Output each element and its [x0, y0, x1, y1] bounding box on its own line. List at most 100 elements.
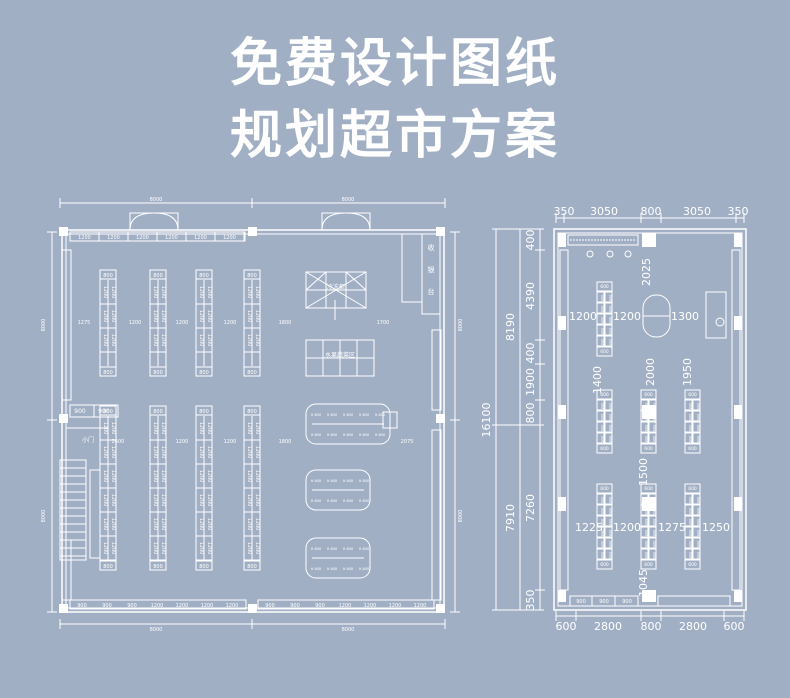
- svg-text:1200: 1200: [246, 334, 252, 347]
- svg-text:7910: 7910: [504, 504, 517, 532]
- svg-text:800: 800: [103, 564, 113, 570]
- svg-text:1200: 1200: [206, 286, 212, 299]
- shelf-unit: [596, 493, 605, 505]
- svg-text:收: 收: [428, 243, 435, 252]
- svg-text:1200: 1200: [102, 422, 108, 435]
- svg-text:16100: 16100: [480, 403, 493, 438]
- svg-text:006: 006: [652, 425, 656, 432]
- svg-text:1200: 1200: [160, 494, 166, 507]
- svg-text:1200: 1200: [107, 235, 120, 241]
- svg-text:800: 800: [641, 620, 662, 633]
- svg-text:006: 006: [600, 295, 604, 302]
- svg-text:600: 600: [600, 562, 609, 568]
- svg-text:400: 400: [524, 230, 537, 251]
- svg-text:1300: 1300: [671, 310, 699, 323]
- svg-text:350: 350: [524, 590, 537, 611]
- svg-text:1200: 1200: [110, 470, 116, 483]
- svg-text:1200: 1200: [254, 494, 260, 507]
- svg-text:2075: 2075: [401, 439, 414, 445]
- svg-text:1200: 1200: [569, 310, 597, 323]
- svg-text:006: 006: [688, 541, 692, 548]
- svg-text:600: 600: [600, 392, 609, 398]
- svg-text:1200: 1200: [102, 334, 108, 347]
- svg-text:900: 900: [265, 603, 275, 609]
- svg-text:1200: 1200: [246, 470, 252, 483]
- svg-text:006: 006: [688, 414, 692, 421]
- svg-text:006: 006: [696, 414, 700, 421]
- svg-text:600: 600: [644, 562, 653, 568]
- shelf-unit: [596, 504, 605, 516]
- svg-text:1800: 1800: [279, 320, 292, 326]
- svg-text:1200: 1200: [110, 334, 116, 347]
- svg-text:1200: 1200: [246, 310, 252, 323]
- shelf-unit: [640, 493, 649, 505]
- svg-text:1200: 1200: [152, 446, 158, 459]
- svg-text:600: 600: [644, 486, 653, 492]
- right-floor-plan: [492, 213, 747, 621]
- svg-text:1045: 1045: [637, 569, 650, 597]
- svg-text:006: 006: [688, 497, 692, 504]
- svg-text:1200: 1200: [102, 310, 108, 323]
- svg-text:006: 006: [644, 508, 648, 515]
- svg-text:台: 台: [428, 287, 435, 296]
- svg-text:1200: 1200: [160, 446, 166, 459]
- svg-text:1200: 1200: [198, 422, 204, 435]
- svg-text:1200: 1200: [102, 286, 108, 299]
- svg-text:1200: 1200: [151, 603, 164, 609]
- svg-text:006: 006: [688, 508, 692, 515]
- svg-text:1200: 1200: [254, 310, 260, 323]
- svg-text:006: 006: [600, 541, 604, 548]
- svg-text:1950: 1950: [681, 358, 694, 386]
- shelf-unit: [640, 537, 649, 549]
- shelf-unit: [596, 302, 605, 314]
- shelf-unit: [640, 515, 649, 527]
- svg-text:006: 006: [644, 519, 648, 526]
- shelf-unit: [596, 291, 605, 303]
- svg-text:H-600: H-600: [343, 433, 354, 437]
- svg-text:1200: 1200: [254, 518, 260, 531]
- svg-text:8190: 8190: [504, 313, 517, 341]
- svg-text:1200: 1200: [102, 542, 108, 555]
- svg-text:H-600: H-600: [359, 567, 370, 571]
- shelf-unit: [640, 399, 649, 411]
- svg-text:7260: 7260: [524, 494, 537, 522]
- svg-text:900: 900: [127, 603, 137, 609]
- svg-text:1200: 1200: [364, 603, 377, 609]
- svg-text:600: 600: [600, 486, 609, 492]
- shelf-unit: [596, 335, 605, 347]
- svg-text:1800: 1800: [279, 439, 292, 445]
- svg-text:1900: 1900: [524, 368, 537, 396]
- svg-text:H-600: H-600: [327, 433, 338, 437]
- shelf-unit: [596, 526, 605, 538]
- svg-text:H-600: H-600: [375, 413, 386, 417]
- svg-text:006: 006: [608, 425, 612, 432]
- svg-text:1200: 1200: [206, 470, 212, 483]
- island-display: [305, 403, 391, 445]
- svg-text:900: 900: [74, 408, 86, 415]
- svg-text:900: 900: [622, 599, 632, 605]
- svg-text:1200: 1200: [198, 542, 204, 555]
- svg-text:006: 006: [600, 317, 604, 324]
- svg-text:H-600: H-600: [327, 547, 338, 551]
- svg-text:H-600: H-600: [311, 479, 322, 483]
- svg-text:1200: 1200: [246, 286, 252, 299]
- svg-text:1200: 1200: [198, 494, 204, 507]
- shelf-unit: [596, 410, 605, 422]
- svg-text:水果蔬菜区: 水果蔬菜区: [325, 351, 355, 359]
- svg-text:350: 350: [728, 205, 749, 218]
- svg-text:1200: 1200: [613, 310, 641, 323]
- shelf-unit: [684, 399, 693, 411]
- svg-text:006: 006: [696, 552, 700, 559]
- svg-text:006: 006: [600, 436, 604, 443]
- svg-text:1200: 1200: [246, 542, 252, 555]
- svg-text:1200: 1200: [198, 334, 204, 347]
- svg-text:800: 800: [153, 273, 163, 279]
- svg-text:1200: 1200: [152, 422, 158, 435]
- svg-text:1200: 1200: [254, 446, 260, 459]
- svg-text:006: 006: [608, 317, 612, 324]
- shelf-unit: [640, 410, 649, 422]
- svg-text:800: 800: [524, 403, 537, 424]
- svg-text:1200: 1200: [152, 542, 158, 555]
- svg-text:006: 006: [688, 530, 692, 537]
- svg-text:006: 006: [652, 519, 656, 526]
